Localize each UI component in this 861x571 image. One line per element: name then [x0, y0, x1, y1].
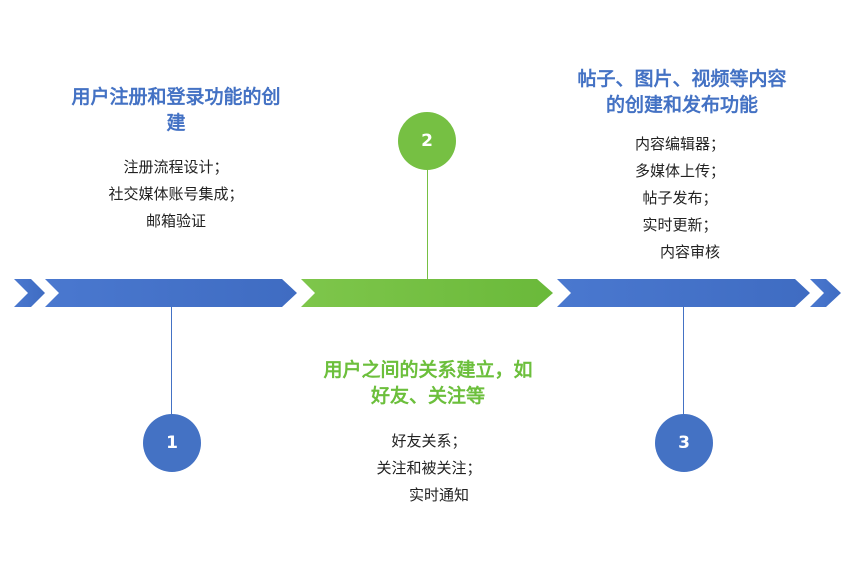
timeline-chevron-right	[810, 279, 841, 307]
connector-line-2	[427, 170, 428, 279]
stage-2-title: 用户之间的关系建立，如 好友、关注等	[323, 359, 533, 407]
stage-1-title: 用户注册和登录功能的创 建	[71, 86, 281, 134]
timeline-segment-3	[557, 279, 810, 307]
stage-1-items: 注册流程设计； 社交媒体账号集成； 邮箱验证	[56, 154, 296, 235]
list-item: 帖子发布；	[642, 189, 718, 207]
stage-2-items: 好友关系； 关注和被关注； 实时通知	[304, 428, 554, 509]
stage-1-number-circle: 1	[143, 414, 201, 472]
stage-3-number-circle: 3	[655, 414, 713, 472]
list-item: 关注和被关注；	[376, 459, 482, 477]
timeline-chevron-left	[14, 279, 45, 307]
list-item: 邮箱验证	[145, 212, 206, 230]
stage-3-items: 内容编辑器； 多媒体上传； 帖子发布； 实时更新； 内容审核	[555, 131, 805, 266]
connector-line-3	[683, 307, 684, 416]
stage-3-title: 帖子、图片、视频等内容 的创建和发布功能	[577, 68, 787, 116]
connector-line-1	[171, 307, 172, 416]
stage-3-number: 3	[678, 433, 690, 453]
timeline-segment-1	[45, 279, 297, 307]
list-item: 注册流程设计；	[123, 158, 229, 176]
stage-2-number-circle: 2	[398, 112, 456, 170]
timeline-segment-2	[301, 279, 553, 307]
list-item: 好友关系；	[391, 432, 467, 450]
stage-2-number: 2	[421, 131, 433, 151]
list-item: 内容编辑器；	[634, 135, 725, 153]
list-item: 多媒体上传；	[634, 162, 725, 180]
list-item: 内容审核	[659, 243, 720, 261]
stage-1-number: 1	[166, 433, 178, 453]
list-item: 实时通知	[408, 486, 469, 504]
list-item: 社交媒体账号集成；	[108, 185, 244, 203]
list-item: 实时更新；	[642, 216, 718, 234]
